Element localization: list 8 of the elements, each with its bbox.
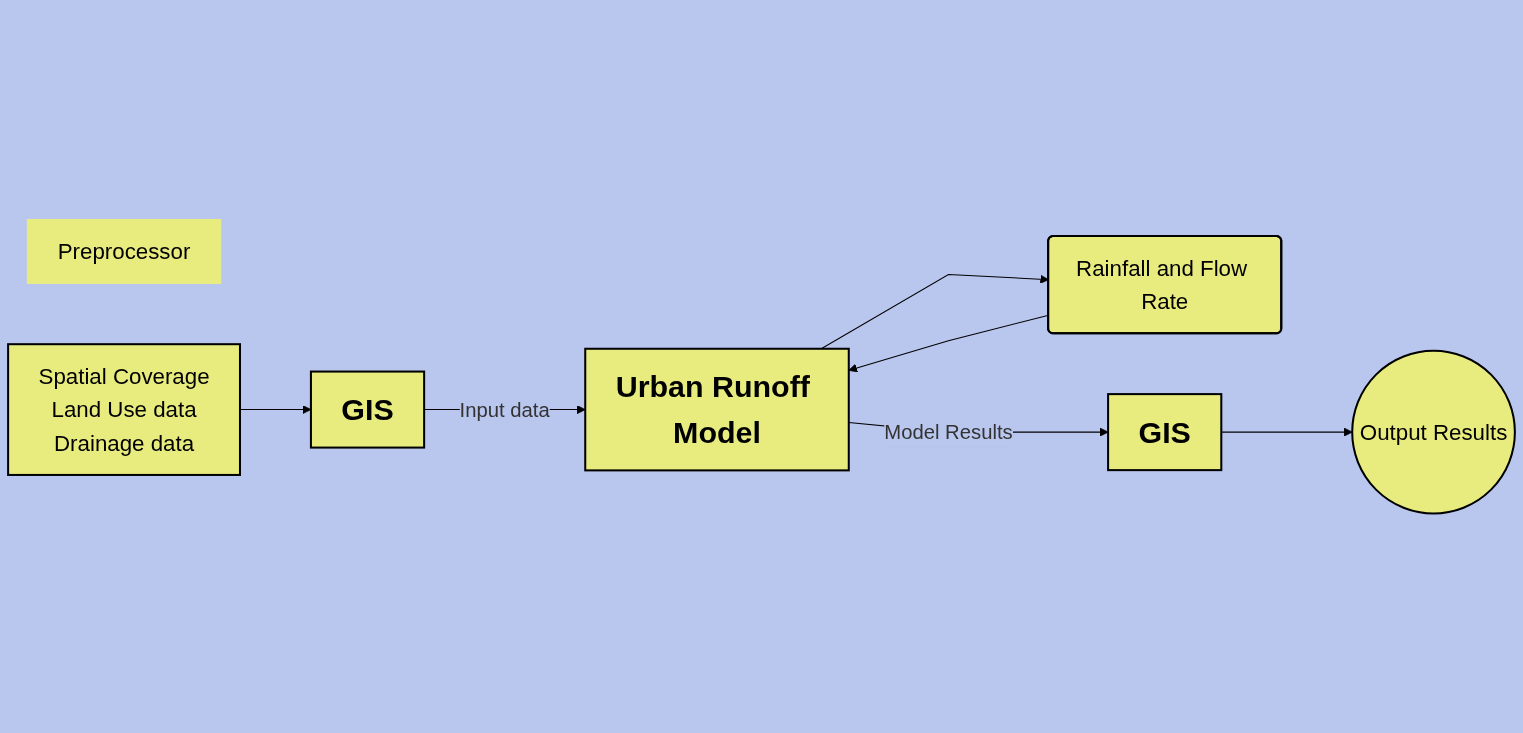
edge-label: Model Results: [884, 420, 1013, 444]
node-box: Urban Runoff Model: [584, 347, 850, 472]
node-box: GIS: [1107, 393, 1223, 472]
node-box: Preprocessor: [26, 219, 222, 284]
node-box: GIS: [309, 370, 426, 449]
node-circle: Output Results: [1351, 349, 1516, 515]
edge-label: Input data: [459, 398, 550, 421]
node-box: Spatial Coverage Land Use data Drainage data: [7, 343, 241, 476]
